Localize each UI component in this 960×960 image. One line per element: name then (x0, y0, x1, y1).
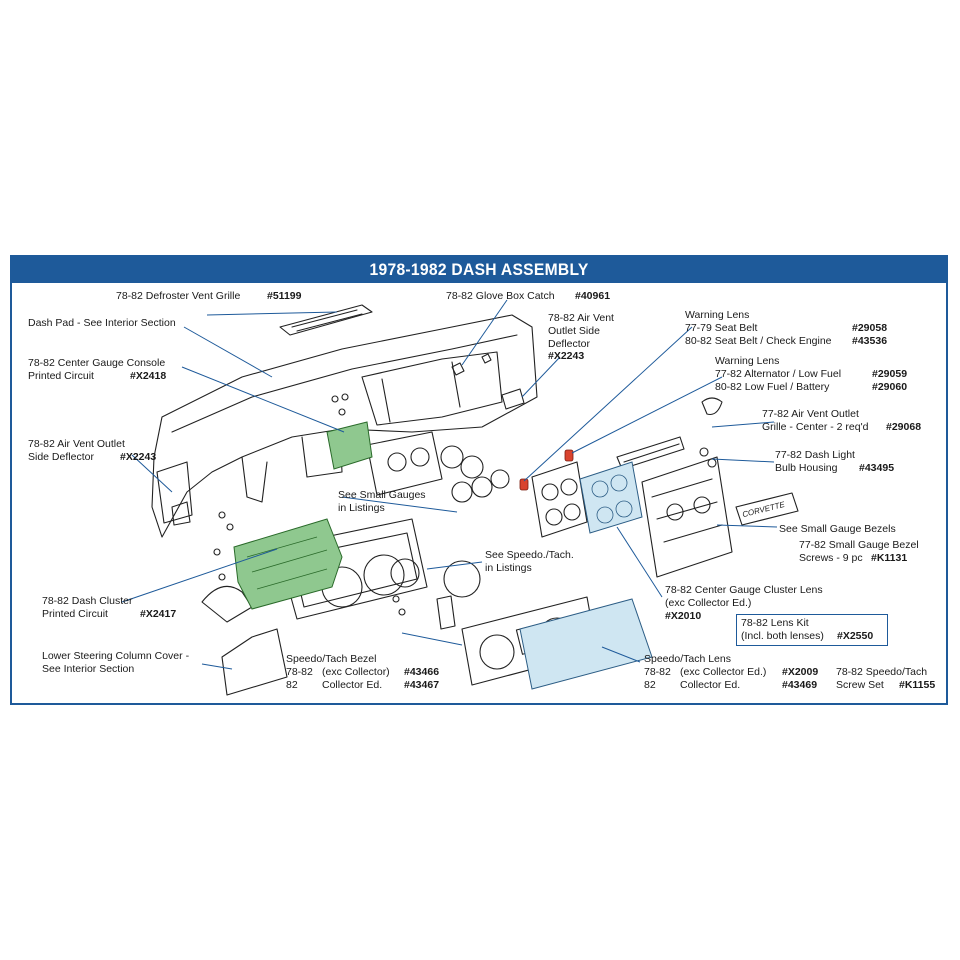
speedo-lens-r1-a: 78-82 (644, 666, 671, 678)
air-vent-grille-line1: 77-82 Air Vent Outlet (762, 408, 859, 420)
dash-cluster-line1: 78-82 Dash Cluster (42, 595, 133, 607)
speedo-bezel-r1-a: 78-82 (286, 666, 313, 678)
warning-lens-1-r1-part: #29058 (852, 322, 888, 334)
bezel-screws-line1: 77-82 Small Gauge Bezel (799, 539, 919, 551)
center-lens-line1: 78-82 Center Gauge Cluster Lens (665, 584, 823, 596)
dash-pad-label: Dash Pad - See Interior Section (28, 317, 176, 329)
air-vent-right-line2: Outlet Side (548, 325, 600, 337)
speedo-bezel-r2-part: #43467 (404, 679, 440, 691)
speedo-listings-line1: See Speedo./Tach. (485, 549, 574, 561)
speedo-lens-r2-a: 82 (644, 679, 656, 691)
defroster-grille-shape (279, 304, 373, 336)
center-console-line1: 78-82 Center Gauge Console (28, 357, 166, 369)
warning-lens-2-r1-part: #29059 (872, 368, 908, 380)
air-vent-grille-part: #29068 (886, 421, 922, 433)
defroster-part: #51199 (267, 290, 302, 302)
center-gauge-lens (579, 461, 643, 534)
center-console-circuit (326, 421, 373, 470)
steering-cover-line1: Lower Steering Column Cover - (42, 650, 190, 662)
bezel-screws-line2: Screws - 9 pc (799, 552, 863, 564)
center-lens-part: #X2010 (665, 610, 702, 622)
lens-kit-box: 78-82 Lens Kit (Incl. both lenses) #X255… (736, 614, 888, 646)
speedo-bezel-r1-part: #43466 (404, 666, 440, 678)
speedo-screw-part: #K1155 (899, 679, 936, 691)
center-lens-line2: (exc Collector Ed.) (665, 597, 752, 609)
small-gauges-line1: See Small Gauges (338, 489, 426, 501)
diagram-title: 1978-1982 DASH ASSEMBLY (369, 260, 589, 279)
small-gauges-line2: in Listings (338, 502, 385, 514)
center-console-line2: Printed Circuit (28, 370, 94, 382)
speedo-bezel-r1-b: (exc Collector) (322, 666, 390, 678)
dash-cluster-circuit (233, 518, 343, 610)
speedo-bezel-r2-b: Collector Ed. (322, 679, 383, 691)
speedo-lens-r2-b: Collector Ed. (680, 679, 741, 691)
bezel-screws-part: #K1131 (871, 552, 908, 564)
speedo-lens-r1-part: #X2009 (782, 666, 819, 678)
warning-lens-2-shape (564, 449, 574, 462)
dash-cluster-line2: Printed Circuit (42, 608, 108, 620)
dash-light-line2: Bulb Housing (775, 462, 838, 474)
lens-kit-part: #X2550 (837, 630, 874, 642)
air-vent-right-line1: 78-82 Air Vent (548, 312, 614, 324)
speedo-listings-line2: in Listings (485, 562, 532, 574)
warning-lens-2-heading: Warning Lens (715, 355, 780, 367)
dash-cluster-part: #X2417 (140, 608, 177, 620)
speedo-screw-line1: 78-82 Speedo/Tach (836, 666, 928, 678)
air-vent-grille-line2: Grille - Center - 2 req'd (762, 421, 869, 433)
warning-lens-2-r2-part: #29060 (872, 381, 908, 393)
warning-lens-1-r1: 77-79 Seat Belt (685, 322, 758, 334)
warning-lens-2-r2: 80-82 Low Fuel / Battery (715, 381, 830, 393)
leader-lines (121, 299, 778, 670)
diagram-panel: 1978-1982 DASH ASSEMBLY (10, 255, 948, 705)
center-console-part: #X2418 (130, 370, 167, 382)
glove-box-label: 78-82 Glove Box Catch (446, 290, 555, 302)
small-gauge-bezels-label: See Small Gauge Bezels (779, 523, 896, 535)
air-vent-left-line1: 78-82 Air Vent Outlet (28, 438, 125, 450)
dash-light-part: #43495 (859, 462, 895, 474)
dash-assembly-illustration (121, 299, 799, 696)
air-vent-right-line3: Deflector (548, 338, 591, 350)
lens-kit-line2: (Incl. both lenses) (741, 630, 824, 642)
title-bar: 1978-1982 DASH ASSEMBLY (12, 257, 946, 283)
glove-box-part: #40961 (575, 290, 611, 302)
air-vent-right-part: #X2243 (548, 350, 585, 362)
speedo-bezel-r2-a: 82 (286, 679, 298, 691)
air-vent-left-part: #X2243 (120, 451, 157, 463)
warning-lens-1-heading: Warning Lens (685, 309, 750, 321)
speedo-screw-line2: Screw Set (836, 679, 884, 691)
dash-light-line1: 77-82 Dash Light (775, 449, 855, 461)
speedo-lens-r2-part: #43469 (782, 679, 818, 691)
warning-lens-1-r2-part: #43536 (852, 335, 888, 347)
speedo-bezel-heading: Speedo/Tach Bezel (286, 653, 377, 665)
warning-lens-2-r1: 77-82 Alternator / Low Fuel (715, 368, 842, 380)
steering-cover-line2: See Interior Section (42, 663, 135, 675)
warning-lens-1-r2: 80-82 Seat Belt / Check Engine (685, 335, 832, 347)
speedo-tach-lens (519, 598, 653, 690)
lens-kit-line1: 78-82 Lens Kit (741, 617, 809, 629)
warning-lens-1-shape (519, 478, 529, 491)
speedo-lens-r1-b: (exc Collector Ed.) (680, 666, 767, 678)
defroster-label: 78-82 Defroster Vent Grille (116, 290, 241, 302)
air-vent-left-line2: Side Deflector (28, 451, 94, 463)
speedo-lens-heading: Speedo/Tach Lens (644, 653, 731, 665)
